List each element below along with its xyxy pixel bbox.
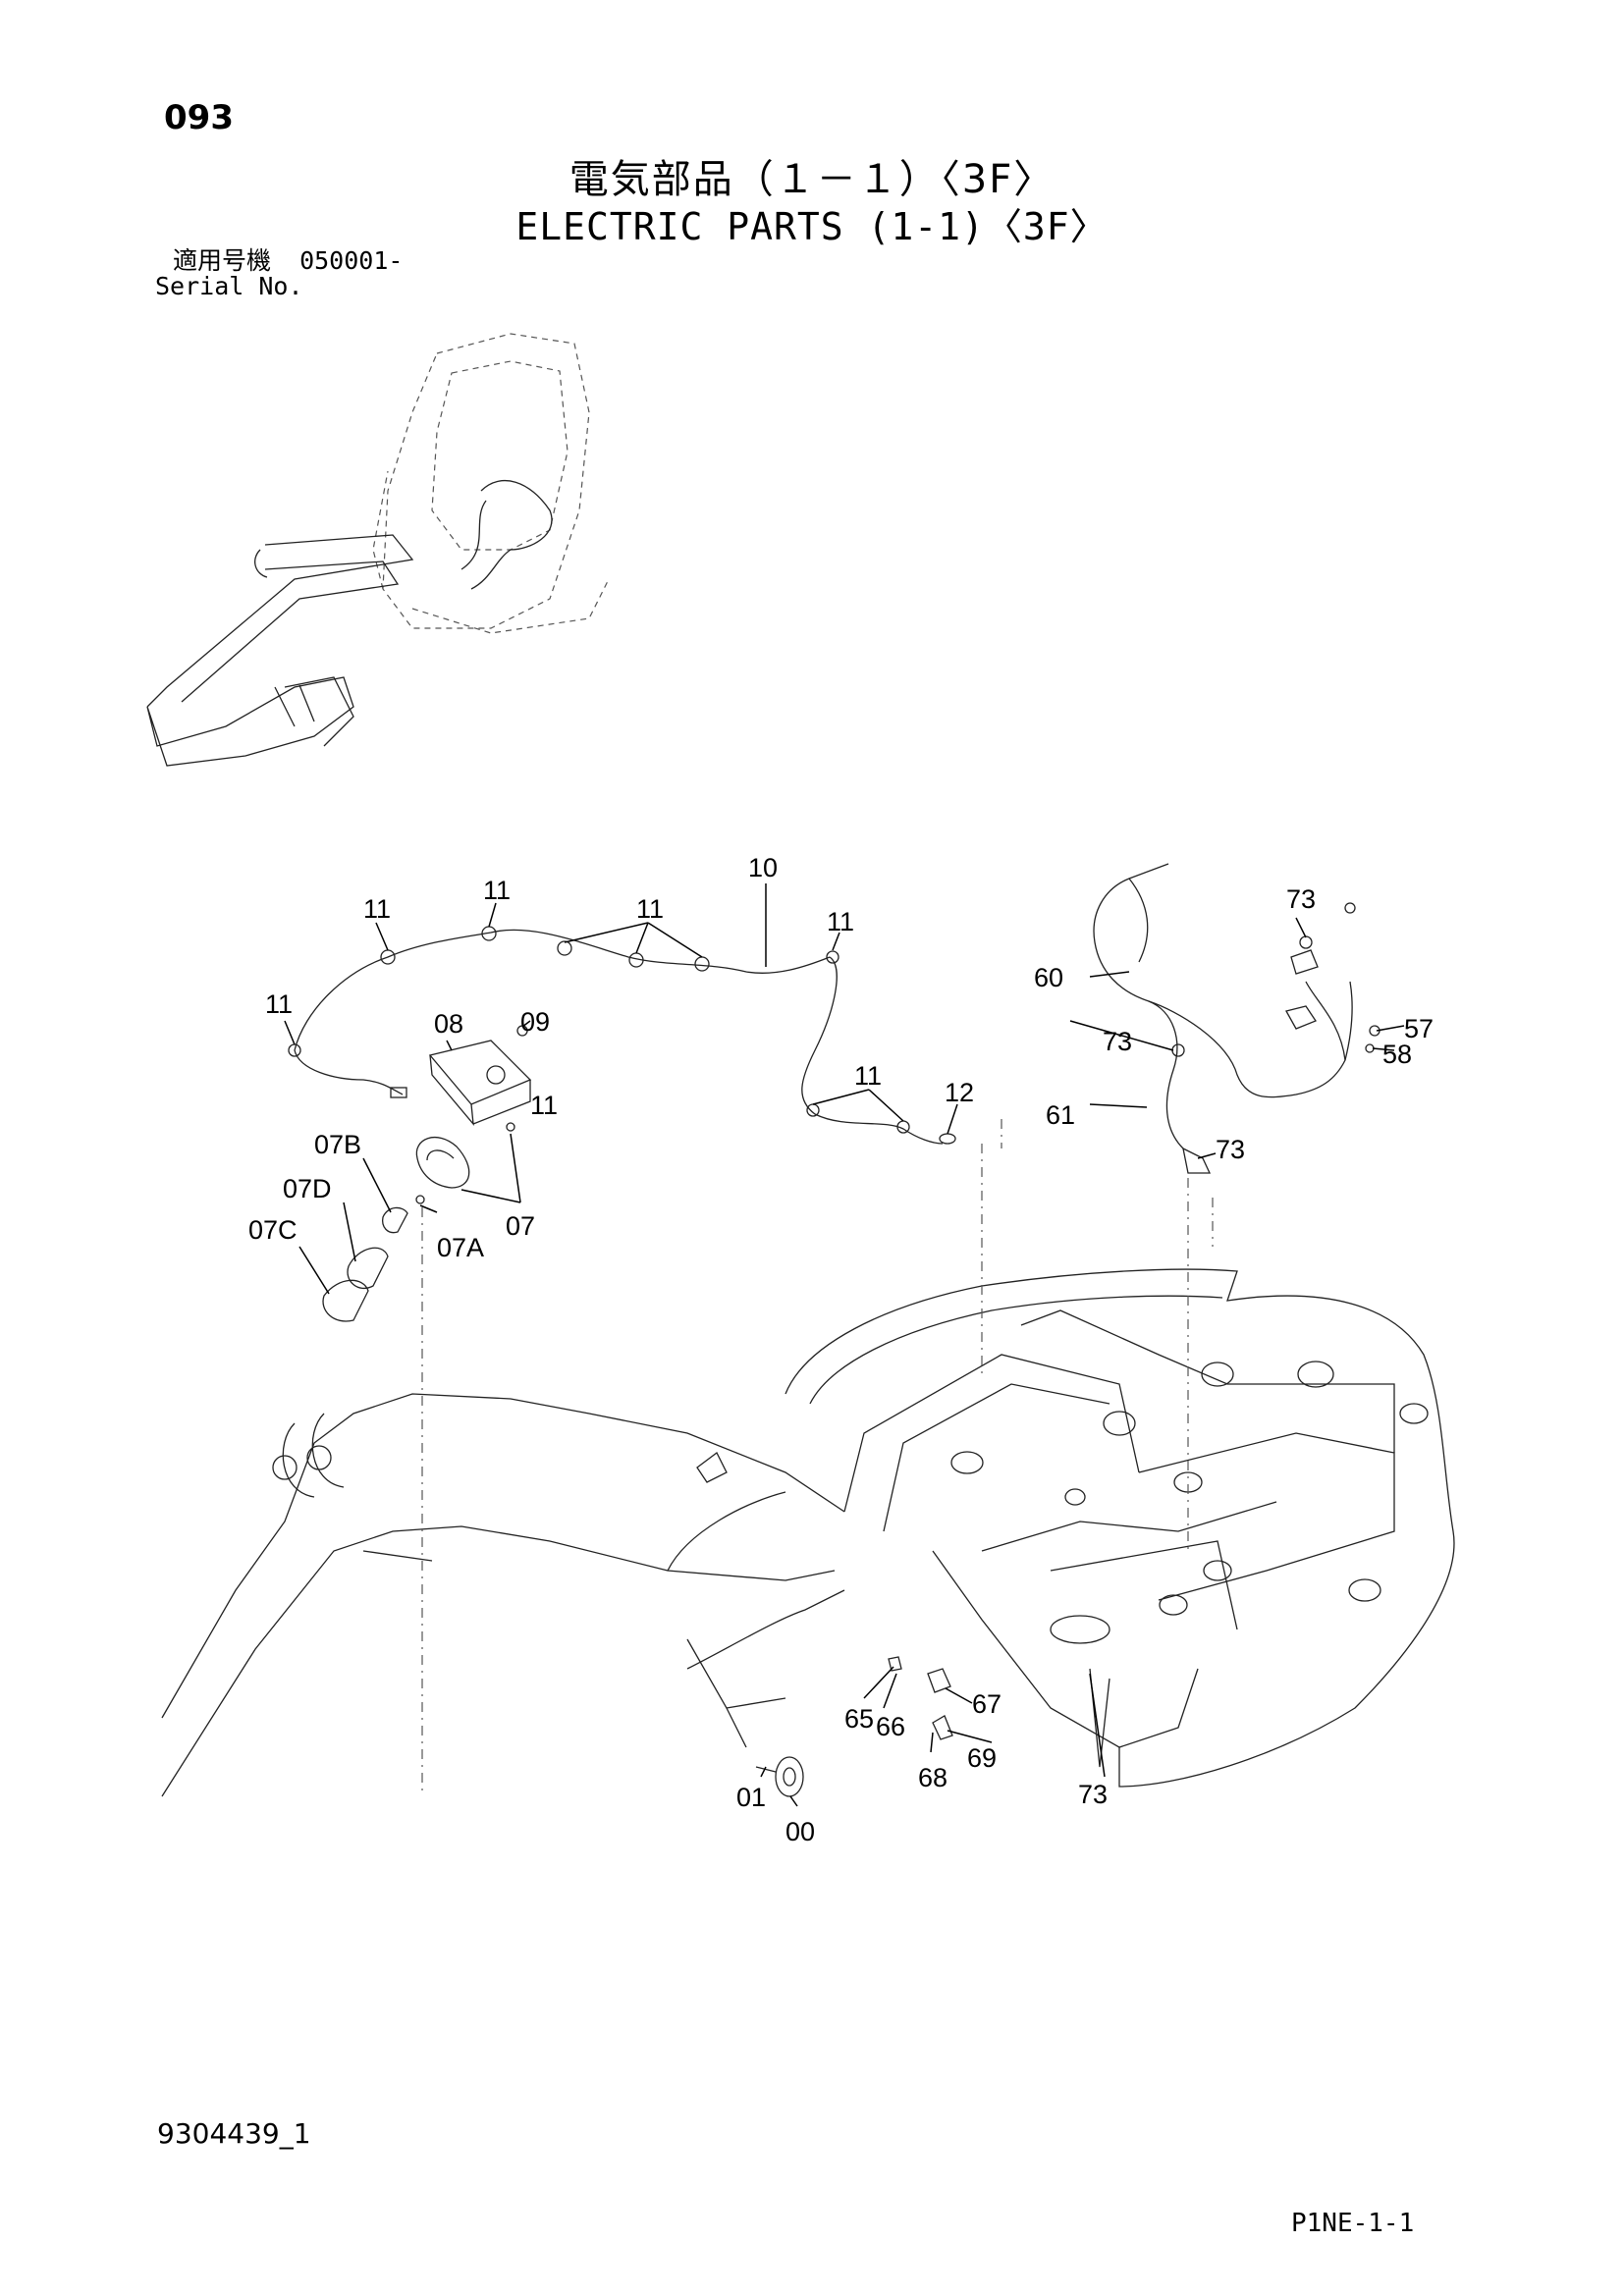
page-code: P1NE-1-1: [1291, 2209, 1415, 2238]
callout-69: 69: [967, 1743, 997, 1773]
callout-11: 11: [530, 1091, 558, 1120]
callout-11: 11: [827, 907, 854, 936]
callout-11: 11: [854, 1061, 882, 1091]
callout-58: 58: [1382, 1040, 1412, 1069]
callout-57: 57: [1404, 1014, 1434, 1043]
callout-07c: 07C: [248, 1215, 298, 1245]
callout-11: 11: [363, 894, 391, 924]
callout-66: 66: [876, 1712, 905, 1741]
main-harness-drawing: [288, 926, 956, 1145]
serial-block: 適用号機 050001- Serial No.: [155, 248, 403, 299]
callout-73: 73: [1216, 1135, 1245, 1164]
callout-12: 12: [945, 1078, 974, 1107]
callout-07: 07: [506, 1211, 535, 1241]
callout-00: 00: [785, 1817, 815, 1846]
callout-11: 11: [483, 876, 511, 905]
cab-harness-drawing: [1093, 863, 1380, 1174]
callout-68: 68: [918, 1763, 947, 1792]
callout-61: 61: [1046, 1100, 1075, 1130]
callout-10: 10: [748, 853, 778, 882]
callout-01: 01: [736, 1783, 766, 1812]
overview-excavator-drawing: [146, 333, 610, 767]
callout-73: 73: [1286, 884, 1316, 914]
callout-73: 73: [1078, 1780, 1108, 1809]
upper-frame-drawing: [161, 1268, 1455, 1797]
serial-label-english: Serial No.: [155, 272, 303, 300]
callout-07a: 07A: [437, 1233, 484, 1262]
page-title-japanese: 電気部品（１－１）〈3F〉: [568, 157, 1056, 202]
connection-lines: [421, 1119, 1214, 1796]
page-title-english: ELECTRIC PARTS (1-1)〈3F〉: [515, 205, 1109, 248]
callout-73: 73: [1103, 1027, 1132, 1056]
document-number: 9304439_1: [157, 2117, 311, 2150]
callout-07b: 07B: [314, 1130, 361, 1159]
lamp-assembly-drawing: [322, 1025, 532, 1322]
callout-09: 09: [520, 1007, 550, 1037]
callout-65: 65: [844, 1704, 874, 1734]
serial-value: 050001-: [299, 246, 404, 275]
page-number: 093: [164, 98, 234, 137]
serial-label-japanese: 適用号機: [173, 246, 272, 275]
callout-11: 11: [265, 989, 293, 1019]
callout-08: 08: [434, 1009, 463, 1039]
callout-labels: 10 11 11 11 11 11 11 11 12 08 09 07 07A …: [248, 853, 1434, 1846]
callout-07d: 07D: [283, 1174, 332, 1203]
leader-lines: [284, 883, 1405, 1807]
callout-11: 11: [636, 894, 664, 924]
callout-60: 60: [1034, 963, 1063, 992]
callout-67: 67: [972, 1689, 1001, 1719]
